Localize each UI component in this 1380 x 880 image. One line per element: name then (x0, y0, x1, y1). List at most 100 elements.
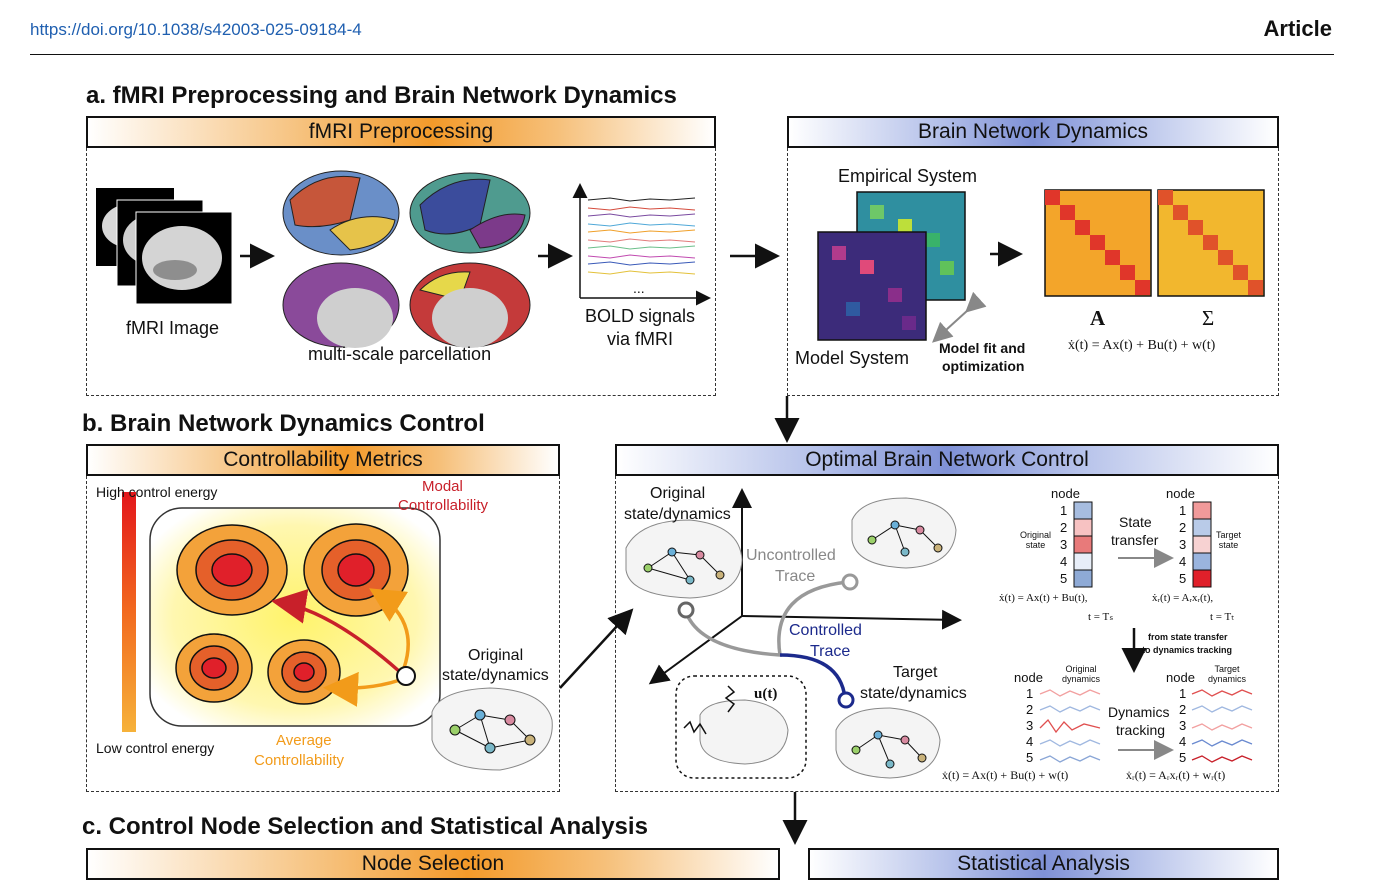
node-number: 5 (1179, 750, 1187, 765)
node-number: 5 (1060, 571, 1068, 586)
node-number: 3 (1060, 537, 1068, 552)
state-transfer-label-1: State (1119, 514, 1152, 530)
original-state-vector (1073, 501, 1093, 588)
original-state-caption-2: state (1025, 540, 1046, 550)
original-state-left-1: Original (468, 647, 524, 664)
bold-signal-plot (572, 183, 711, 306)
node-number: 4 (1026, 734, 1034, 749)
target-label-2: state/dynamics (860, 685, 967, 702)
doi-link[interactable]: https://doi.org/10.1038/s42003-025-09184… (30, 20, 362, 39)
node-number: 2 (1179, 702, 1187, 717)
original-state-right-2: state/dynamics (624, 506, 731, 523)
equation-target: ẋᵣ(t) = Aᵣxᵣ(t), (1152, 592, 1214, 604)
network-brain-orig (625, 519, 743, 599)
controllability-landscape (149, 507, 441, 727)
controlled-label-2: Trace (810, 643, 851, 660)
header-rule (30, 54, 1334, 55)
target-label-1: Target (893, 664, 938, 681)
target-state-vector (1192, 501, 1212, 588)
node-numbers-right: 1 2 3 4 5 (1179, 502, 1186, 587)
original-dynamics-caption: Original dynamics (1062, 664, 1100, 684)
parcellation-label: multi-scale parcellation (308, 344, 492, 364)
fmri-preprocessing-box (86, 148, 716, 396)
node-dyn-header-left: node (1014, 670, 1043, 685)
network-brain-target (835, 707, 941, 779)
matrix-a-label: A (1090, 306, 1106, 330)
node-number: 1 (1060, 503, 1068, 518)
original-dynamics-caption-1: Original (1065, 664, 1097, 674)
equation-original: ẋ(t) = Ax(t) + Bu(t), (999, 592, 1088, 604)
node-header-left: node (1051, 486, 1080, 501)
node-number: 4 (1179, 554, 1187, 569)
model-fit-label-1: Model fit and (939, 340, 1026, 356)
control-input-box (675, 675, 807, 779)
target-dynamics-caption: Target dynamics (1208, 664, 1246, 684)
article-label: Article (1263, 16, 1332, 41)
brain-network-dynamics-header: Brain Network Dynamics (787, 116, 1279, 148)
modal-label-1: Modal (422, 478, 463, 495)
model-system-matrix (817, 231, 927, 341)
state-transfer-label-2: transfer (1111, 532, 1159, 548)
control-input-label: u(t) (754, 686, 778, 702)
control-state-space (648, 488, 962, 709)
node-number: 4 (1179, 734, 1187, 749)
original-state-caption: Original state (1020, 530, 1051, 550)
low-energy-label: Low control energy (96, 740, 215, 756)
equation-original-time: t = Tₛ (1088, 611, 1114, 623)
average-label-1: Average (276, 732, 332, 749)
node-dyn-numbers-left: 1 2 3 4 5 (1026, 686, 1033, 766)
dynamics-tracking-label-2: tracking (1116, 722, 1166, 738)
original-dynamics-caption-2: dynamics (1062, 674, 1101, 684)
network-brain-uncontrolled (851, 497, 957, 569)
controlled-label-1: Controlled (789, 622, 862, 639)
equation-dyn-target: ẋᵣ(t) = Aᵣxᵣ(t) + wᵣ(t) (1126, 768, 1226, 782)
equation-target-time: t = Tₜ (1210, 611, 1235, 623)
matrix-sigma-label: Σ (1202, 306, 1215, 330)
target-dynamics-caption-1: Target (1214, 664, 1240, 674)
model-fit-label-2: optimization (942, 358, 1025, 374)
empirical-system-label: Empirical System (838, 166, 978, 186)
original-dynamics-traces (1039, 689, 1101, 763)
node-number: 2 (1026, 702, 1034, 717)
controllability-metrics-box (86, 476, 560, 792)
average-label-2: Controllability (254, 752, 345, 769)
section-c-title: c. Control Node Selection and Statistica… (82, 813, 648, 840)
control-energy-colorbar (122, 492, 136, 732)
bridge-label-1: from state transfer (1148, 632, 1228, 642)
node-number: 2 (1179, 520, 1187, 535)
node-number: 1 (1179, 686, 1187, 701)
bold-ellipsis: ... (633, 280, 645, 296)
target-dynamics-traces (1191, 689, 1253, 763)
modal-label-2: Controllability (398, 497, 489, 514)
equation-dyn-original: ẋ(t) = Ax(t) + Bu(t) + w(t) (942, 768, 1069, 782)
parcellation-brains (282, 170, 531, 348)
model-system-label: Model System (795, 348, 910, 368)
brain-network-dynamics-box (787, 148, 1279, 396)
optimal-control-header: Optimal Brain Network Control (615, 444, 1279, 476)
node-number: 2 (1060, 520, 1068, 535)
target-state-caption: Target state (1216, 530, 1241, 550)
node-number: 4 (1060, 554, 1068, 569)
figure-graphics (96, 170, 1265, 845)
controllability-metrics-header: Controllability Metrics (86, 444, 560, 476)
dynamics-tracking-label-1: Dynamics (1108, 704, 1170, 720)
dynamics-equation: ẋ(t) = Ax(t) + Bu(t) + w(t) (1068, 338, 1216, 353)
node-dyn-header-right: node (1166, 670, 1195, 685)
target-dynamics-caption-2: dynamics (1208, 674, 1247, 684)
bold-label-1: BOLD signals (585, 306, 696, 326)
original-state-left-2: state/dynamics (442, 667, 549, 684)
original-state-right-1: Original (650, 485, 706, 502)
node-number: 3 (1026, 718, 1034, 733)
fmri-image-stack (96, 188, 233, 305)
original-state-caption-1: Original (1020, 530, 1052, 540)
bridge-label-2: to dynamics tracking (1142, 645, 1233, 655)
node-number: 5 (1179, 571, 1187, 586)
fmri-preprocessing-header: fMRI Preprocessing (86, 116, 716, 148)
section-a-title: a. fMRI Preprocessing and Brain Network … (86, 82, 677, 109)
uncontrolled-label-1: Uncontrolled (746, 547, 836, 564)
uncontrolled-label-2: Trace (775, 568, 816, 585)
network-brain-left (431, 687, 553, 771)
target-state-caption-2: state (1218, 540, 1239, 550)
matrix-a-heatmap (1044, 189, 1152, 297)
node-numbers-left: 1 2 3 4 5 (1060, 502, 1067, 587)
